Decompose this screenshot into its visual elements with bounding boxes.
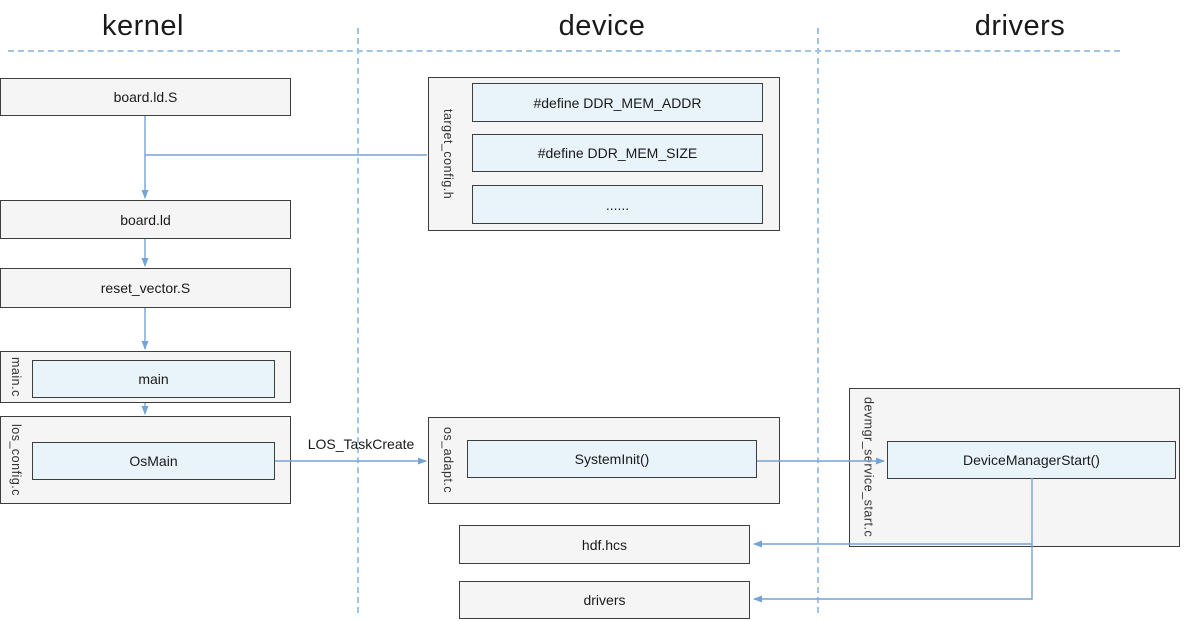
column-header-device: device	[558, 10, 646, 42]
column-header-drivers: drivers	[974, 10, 1066, 42]
node-define-ddr-mem-addr: #define DDR_MEM_ADDR	[472, 83, 763, 122]
container-los-config-c-label: los_config.c	[9, 423, 23, 496]
column-header-kernel: kernel	[102, 10, 184, 42]
node-ellipsis-label: ......	[605, 196, 630, 213]
node-board-ld: board.ld	[0, 200, 291, 239]
node-board-ld-s-label: board.ld.S	[113, 89, 178, 105]
container-target-config-h: target_config.h #define DDR_MEM_ADDR #de…	[428, 77, 780, 231]
edge-devicemanagerstart-to-drivers	[753, 544, 1033, 603]
node-main-label: main	[138, 371, 169, 387]
container-devmgr-service-start-c: devmgr_service_start.c DeviceManagerStar…	[849, 388, 1180, 547]
node-main: main	[32, 360, 275, 398]
node-hdf-hcs-label: hdf.hcs	[581, 536, 628, 553]
node-define-ddr-mem-size-label: #define DDR_MEM_SIZE	[537, 145, 698, 161]
container-main-c-label: main.c	[9, 357, 23, 397]
device-drivers-separator	[817, 28, 819, 613]
container-target-config-h-label: target_config.h	[441, 108, 455, 200]
node-define-ddr-mem-addr-label: #define DDR_MEM_ADDR	[533, 94, 702, 111]
node-drivers: drivers	[459, 581, 750, 619]
node-drivers-label: drivers	[583, 592, 626, 608]
node-board-ld-s: board.ld.S	[0, 78, 291, 116]
node-reset-vector-s: reset_vector.S	[0, 268, 291, 308]
node-reset-vector-s-label: reset_vector.S	[100, 280, 191, 296]
header-separator-line	[8, 50, 1120, 52]
node-osmain-label: OsMain	[129, 453, 178, 469]
container-os-adapt-c: os_adapt.c SystemInit()	[428, 417, 780, 504]
kernel-device-separator	[357, 28, 359, 613]
node-systeminit-label: SystemInit()	[574, 451, 650, 467]
node-hdf-hcs: hdf.hcs	[459, 525, 750, 564]
node-devicemanagerstart-label: DeviceManagerStart()	[963, 452, 1100, 468]
node-devicemanagerstart: DeviceManagerStart()	[887, 441, 1176, 479]
node-define-ddr-mem-size: #define DDR_MEM_SIZE	[472, 134, 763, 172]
container-devmgr-service-start-c-label: devmgr_service_start.c	[861, 397, 876, 538]
container-os-adapt-c-label: os_adapt.c	[441, 427, 455, 494]
container-main-c: main.c main	[0, 351, 291, 403]
node-board-ld-label: board.ld	[120, 211, 171, 228]
edge-label-los-taskcreate: LOS_TaskCreate	[307, 436, 415, 452]
container-los-config-c: los_config.c OsMain	[0, 416, 291, 504]
node-osmain: OsMain	[32, 442, 275, 480]
node-systeminit: SystemInit()	[467, 440, 757, 478]
node-ellipsis: ......	[472, 185, 763, 224]
